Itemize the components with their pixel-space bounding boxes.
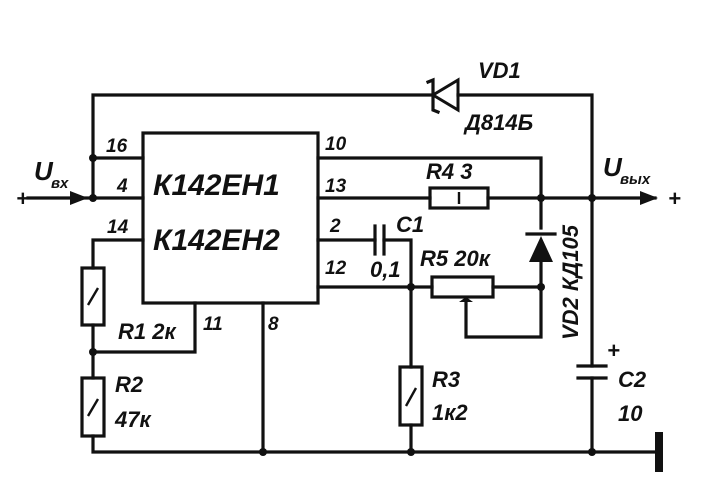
c2-polarity: +	[607, 338, 620, 363]
output-sign: +	[668, 186, 681, 211]
ic-label-line2: К142ЕН2	[153, 224, 280, 257]
vd1-type: Д814Б	[463, 110, 533, 135]
c1-value: 0,1	[370, 257, 401, 282]
pin-2: 2	[329, 216, 341, 237]
c1-name: C1	[396, 212, 424, 237]
vd2-diode	[525, 232, 557, 262]
wires-top	[91, 93, 594, 200]
pin-10: 10	[325, 134, 347, 155]
wires-left	[91, 238, 662, 454]
c2-value: 10	[618, 401, 643, 426]
r5-potentiometer	[430, 275, 495, 302]
r2-name: R2	[115, 372, 144, 397]
input-sign: +	[16, 186, 29, 211]
r4-resistor	[428, 186, 490, 210]
input-label-sub: вх	[51, 175, 69, 192]
r1-label: R1 2к	[118, 319, 177, 344]
output-label: U	[603, 152, 623, 182]
ic-body	[141, 131, 320, 305]
r4-label: R4 3	[426, 159, 472, 184]
c1-capacitor	[373, 224, 386, 256]
r2-resistor	[80, 376, 106, 438]
ground-symbol	[655, 432, 663, 472]
r1-resistor	[80, 266, 106, 327]
r3-resistor	[398, 365, 424, 427]
pin-11: 11	[203, 314, 223, 335]
c2-capacitor	[576, 364, 608, 380]
r3-value: 1к2	[432, 400, 468, 425]
r3-name: R3	[432, 367, 460, 392]
pin-13: 13	[325, 176, 347, 197]
r5-label: R5 20к	[420, 246, 492, 271]
input-label: U	[34, 156, 54, 186]
pin-12: 12	[325, 258, 347, 279]
wires-right	[316, 156, 657, 454]
pin-4: 4	[116, 176, 128, 197]
vd1-name: VD1	[478, 58, 521, 83]
vd1-zener-diode	[425, 77, 460, 115]
output-label-sub: вых	[620, 171, 651, 188]
input-terminal	[26, 191, 145, 205]
pin-16: 16	[106, 136, 128, 157]
pin-14: 14	[107, 217, 129, 238]
ic-label-line1: К142ЕН1	[153, 169, 280, 202]
output-terminal	[640, 191, 658, 205]
pin-8: 8	[268, 314, 279, 335]
vd2-label: VD2 КД105	[558, 224, 583, 340]
c2-name: C2	[618, 367, 647, 392]
r2-value: 47к	[114, 407, 152, 432]
